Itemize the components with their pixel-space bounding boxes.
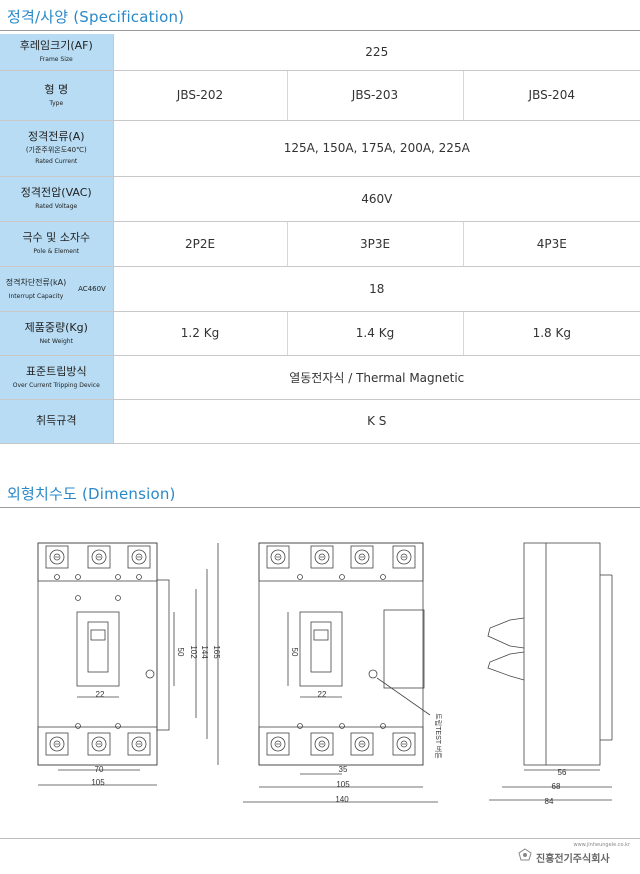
dim-3p-50: 50 [290,648,299,657]
value-poles-3: 4P3E [462,221,640,267]
value-poles-1: 2P2E [113,221,287,267]
value-type-2: JBS-203 [286,70,463,121]
label-current: 정격전류(A)(기준주위온도40℃)Rated Current [0,120,114,177]
dim-2p-165: 165 [212,645,221,659]
spec-section-title: 정격/사양 (Specification) [7,8,185,26]
trip-test-label: 트립TEST 버튼 [434,713,443,759]
row-frame: 후레임크기(AF)Frame Size 225 [0,34,640,71]
dim-2p-22: 22 [96,690,105,699]
footer-rule [0,838,640,839]
dim-2p-102: 102 [189,645,198,659]
company-logo-icon [518,848,532,861]
value-frame: 225 [113,34,640,71]
value-cert: K S [113,399,640,444]
row-weight: 제품중량(Kg)Net Weight 1.2 Kg 1.4 Kg 1.8 Kg [0,311,640,356]
value-type-1: JBS-202 [113,70,287,121]
value-type-3: JBS-204 [462,70,640,121]
side-view [487,542,613,801]
company-name: 진흥전기주식회사 [536,854,610,865]
row-breaking: 정격차단전류(kA)Interrupt Capacity AC460V 18 [0,266,640,312]
footer-url: www.jinheungele.co.kr [573,842,631,848]
value-weight-2: 1.4 Kg [286,311,463,356]
dim-side-84: 84 [545,797,554,806]
value-trip: 열동전자식 / Thermal Magnetic [113,355,640,400]
dim-2p-144: 144 [200,645,209,659]
dim-3p-140: 140 [335,795,349,804]
value-poles-2: 3P3E [286,221,463,267]
front-view-2p [37,542,219,786]
dim-2p-70: 70 [95,765,104,774]
label-weight: 제품중량(Kg)Net Weight [0,311,114,356]
row-voltage: 정격전압(VAC)Rated Voltage 460V [0,176,640,222]
spec-title-rule [0,30,640,31]
row-current: 정격전류(A)(기준주위온도40℃)Rated Current 125A, 15… [0,120,640,177]
label-voltage: 정격전압(VAC)Rated Voltage [0,176,114,222]
dimension-section-title: 외형치수도 (Dimension) [7,485,176,503]
dim-2p-105: 105 [91,778,105,787]
value-voltage: 460V [113,176,640,222]
value-current: 125A, 150A, 175A, 200A, 225A [113,120,640,177]
value-weight-3: 1.8 Kg [462,311,640,356]
dim-3p-35: 35 [339,765,348,774]
dim-2p-50: 50 [176,648,185,657]
label-breaking-sub: AC460V [78,284,106,293]
value-weight-1: 1.2 Kg [113,311,287,356]
value-breaking: 18 [113,266,640,312]
front-view-3p [243,542,438,803]
row-cert: 취득규격 K S [0,399,640,444]
dim-side-68: 68 [552,782,561,791]
dim-3p-105: 105 [336,780,350,789]
label-cert: 취득규격 [0,399,114,444]
dimension-drawing: 22 50 102 144 165 70 105 50 22 35 105 14… [37,542,613,806]
dimension-title-rule [0,507,640,508]
dim-side-56: 56 [558,768,567,777]
label-frame: 후레임크기(AF)Frame Size [0,34,114,71]
dim-3p-22: 22 [318,690,327,699]
label-breaking: 정격차단전류(kA)Interrupt Capacity AC460V [0,266,114,312]
